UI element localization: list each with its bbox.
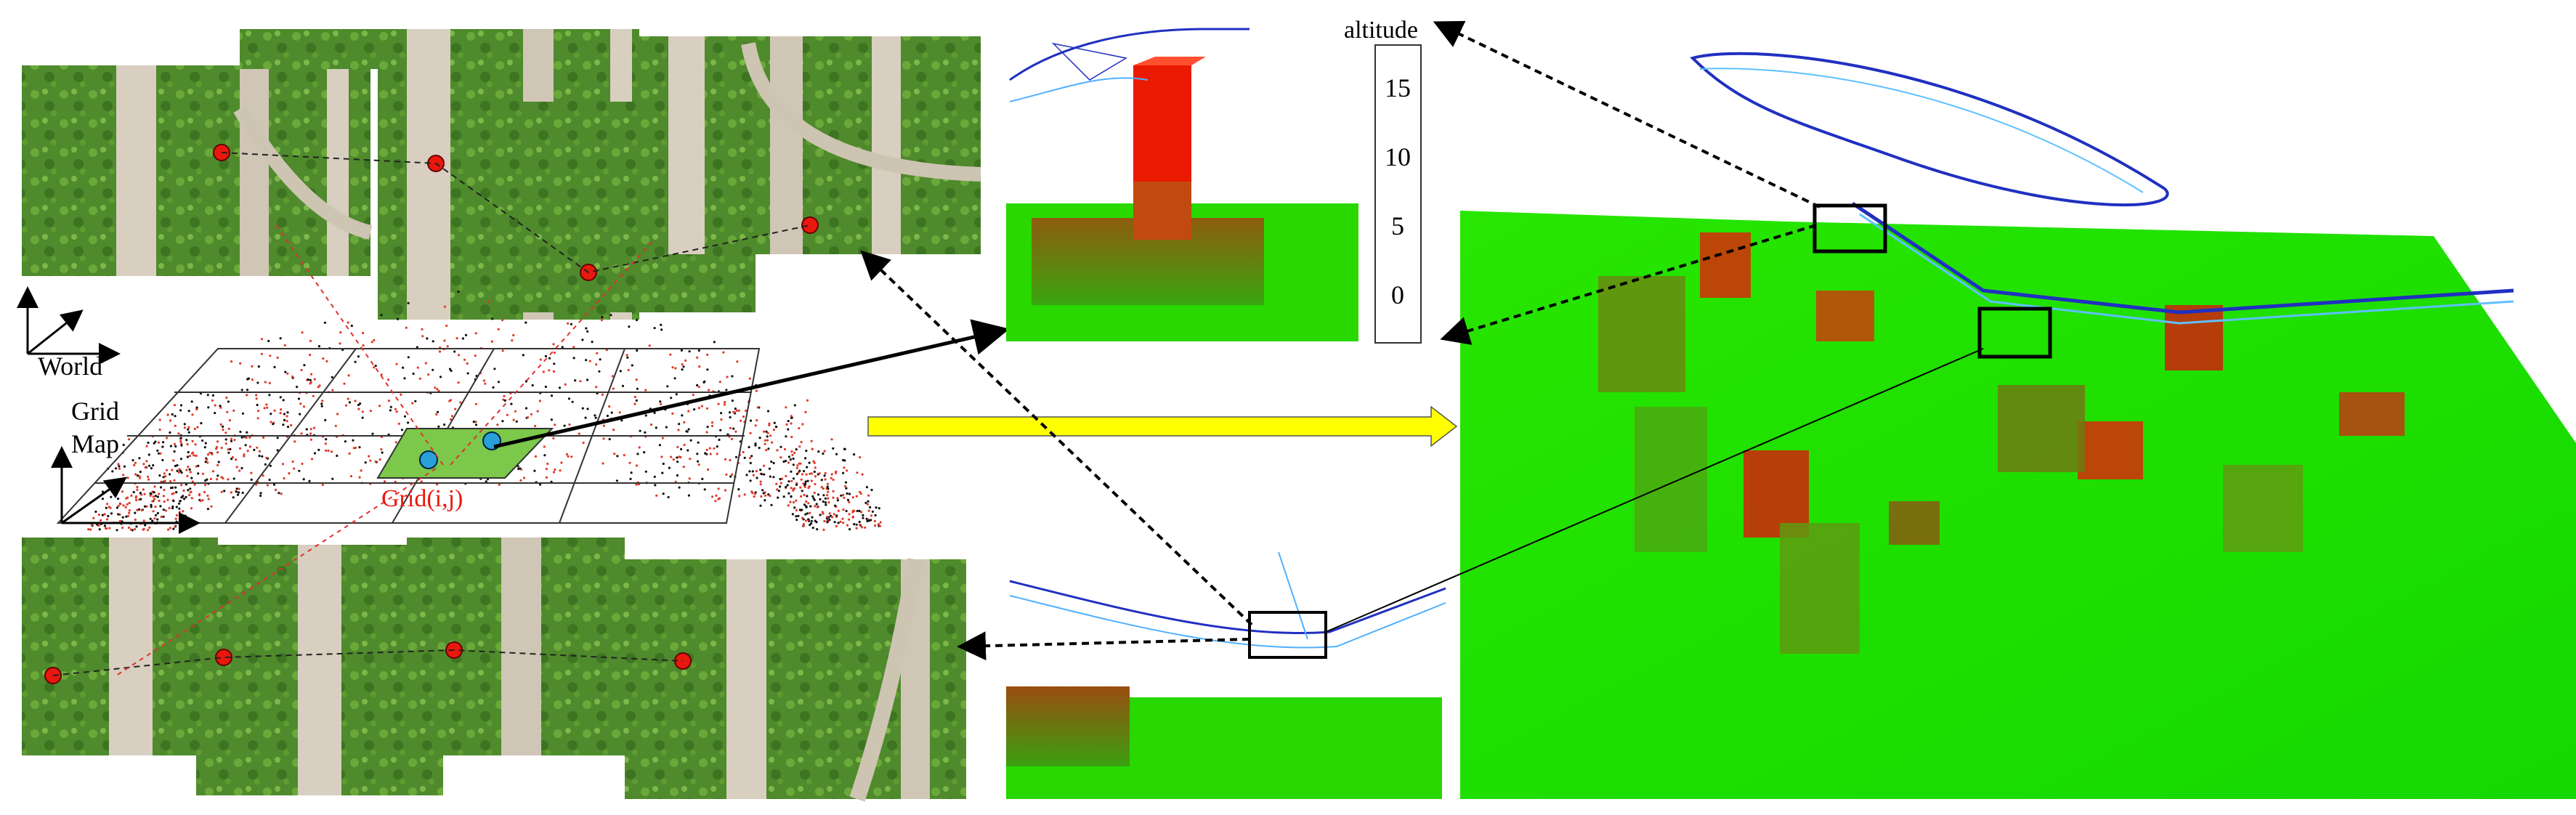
height-block-9 <box>1780 523 1860 654</box>
connector-top-box-to-scale <box>1440 224 1817 345</box>
grid-cell-label: Grid(i,j) <box>381 485 463 512</box>
altitude-tick-0: 15 <box>1385 73 1411 102</box>
connector-bottom-inset-to-top-images <box>860 250 1253 626</box>
height-block-7 <box>1598 276 1685 392</box>
right-camera-box-top <box>1812 203 1887 254</box>
altitude-tick-3: 0 <box>1391 280 1404 309</box>
feature-track-line-top <box>221 152 811 274</box>
connector-bottom-box-to-inset <box>1325 348 1984 633</box>
height-map-3d <box>1460 52 2576 799</box>
altitude-scale-box <box>1374 44 1422 344</box>
bottom-3d-inset <box>1006 551 1446 799</box>
height-block-0 <box>1700 232 1751 298</box>
bottom-image-sequence <box>22 538 966 802</box>
connector-bottom-inset-to-bottom-images <box>957 631 1250 661</box>
top-3d-inset <box>1006 28 1358 341</box>
height-block-5 <box>2339 392 2405 436</box>
world-label: World <box>38 352 103 381</box>
height-block-11 <box>1635 407 1707 552</box>
keypoint-1 <box>419 450 438 469</box>
right-camera-box-bottom <box>1977 307 2052 359</box>
top-image-sequence <box>22 29 981 320</box>
height-block-3 <box>2078 421 2143 479</box>
altitude-tick-1: 10 <box>1385 142 1411 171</box>
grid-cell-highlight <box>376 428 554 479</box>
altitude-tick-2: 5 <box>1391 211 1404 240</box>
height-block-2 <box>2165 305 2223 370</box>
altitude-tick-labels: 15 10 5 0 <box>1385 73 1411 309</box>
flow-arrow-icon <box>867 405 1458 447</box>
height-block-8 <box>1998 385 2085 472</box>
aerial-frame-3 <box>479 36 981 312</box>
aerial-frame-1 <box>22 65 373 276</box>
bottom-inset-camera-box <box>1248 611 1327 659</box>
map-label: Map <box>71 429 119 458</box>
height-block-6 <box>1889 501 1940 545</box>
height-block-10 <box>2223 465 2303 552</box>
grid-axes-icon <box>51 446 201 534</box>
point-cloud <box>87 291 882 532</box>
altitude-label: altitude <box>1344 17 1418 44</box>
connector-top-box-to-altitude <box>1433 20 1820 208</box>
world-axes-icon <box>17 286 121 365</box>
height-block-1 <box>1816 291 1874 341</box>
cell-to-height-arrow <box>493 319 1010 449</box>
grid-label: Grid <box>71 397 119 426</box>
feature-track-line-bottom <box>52 649 684 676</box>
